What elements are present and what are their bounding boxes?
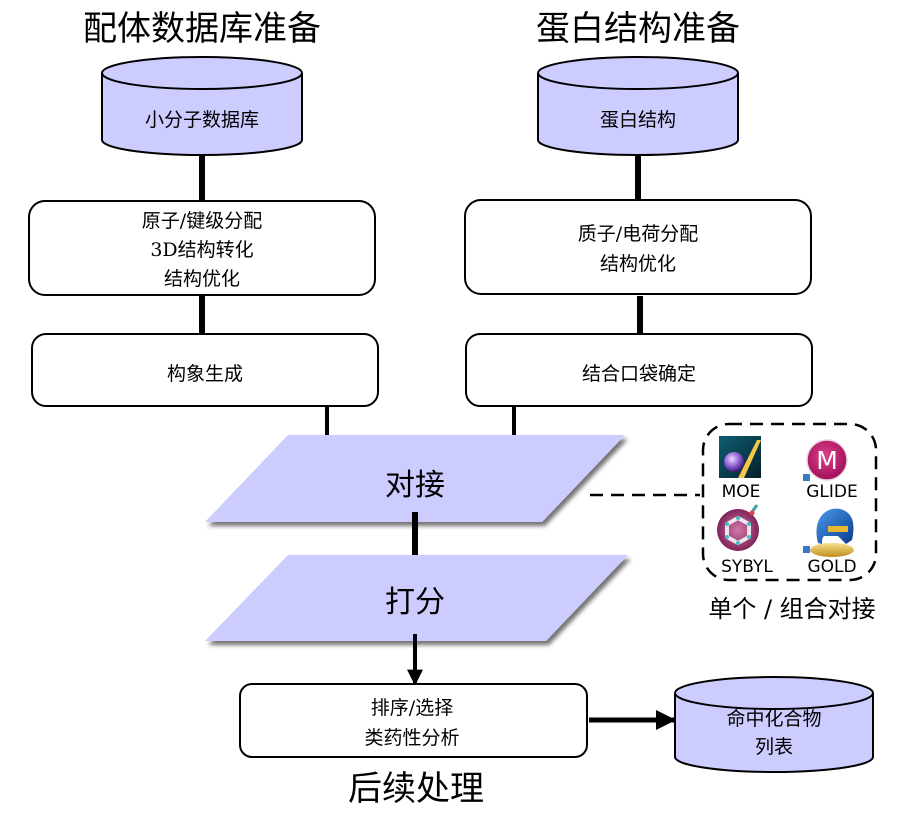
svg-text:M: M <box>816 446 838 475</box>
glide-icon: M <box>803 439 848 481</box>
sybyl-icon <box>717 504 759 551</box>
hit-compounds-line: 列表 <box>755 736 793 758</box>
ligand-prep-title: 配体数据库准备 <box>83 9 321 49</box>
ligand-prep-line: 结构优化 <box>164 268 240 290</box>
hit-compounds-line: 命中化合物 <box>726 708 821 730</box>
gold-icon <box>803 508 854 557</box>
ligand-database-label: 小分子数据库 <box>145 109 259 131</box>
ranking-selection-box: 排序/选择 类药性分析 <box>239 683 588 758</box>
protein-structure-label: 蛋白结构 <box>600 109 676 131</box>
software-caption: 单个 / 组合对接 <box>708 595 875 623</box>
conformer-generation-box: 构象生成 <box>31 333 379 407</box>
protein-prep-line: 结构优化 <box>600 253 676 275</box>
docking-software-group: MOE M GLIDE SYBYL GOLD <box>701 422 878 582</box>
ranking-line: 排序/选择 <box>371 697 453 719</box>
ranking-line: 类药性分析 <box>364 727 459 749</box>
scoring-label: 打分 <box>385 585 445 620</box>
binding-pocket-label: 结合口袋确定 <box>582 363 696 385</box>
docking-step: 对接 <box>205 435 625 522</box>
scoring-step: 打分 <box>205 555 628 641</box>
protein-structure-cylinder: 蛋白结构 <box>537 56 739 156</box>
ligand-prep-line: 原子/键级分配 <box>142 210 262 232</box>
binding-pocket-box: 结合口袋确定 <box>465 333 813 407</box>
post-processing-title: 后续处理 <box>348 769 484 809</box>
hit-compounds-cylinder: 命中化合物 列表 <box>674 676 874 773</box>
ligand-prep-line: 3D结构转化 <box>150 239 253 261</box>
ligand-database-cylinder: 小分子数据库 <box>101 56 303 156</box>
protein-prep-box: 质子/电荷分配 结构优化 <box>464 199 812 295</box>
protein-prep-line: 质子/电荷分配 <box>578 223 698 245</box>
moe-icon <box>719 436 761 478</box>
conformer-generation-label: 构象生成 <box>167 363 243 385</box>
software-name-glide: GLIDE <box>806 482 858 502</box>
software-name-sybyl: SYBYL <box>721 557 773 577</box>
docking-label: 对接 <box>385 468 445 503</box>
ligand-prep-box: 原子/键级分配 3D结构转化 结构优化 <box>28 200 376 296</box>
software-name-gold: GOLD <box>807 557 856 577</box>
software-name-moe: MOE <box>722 482 761 502</box>
protein-prep-title: 蛋白结构准备 <box>536 9 740 49</box>
